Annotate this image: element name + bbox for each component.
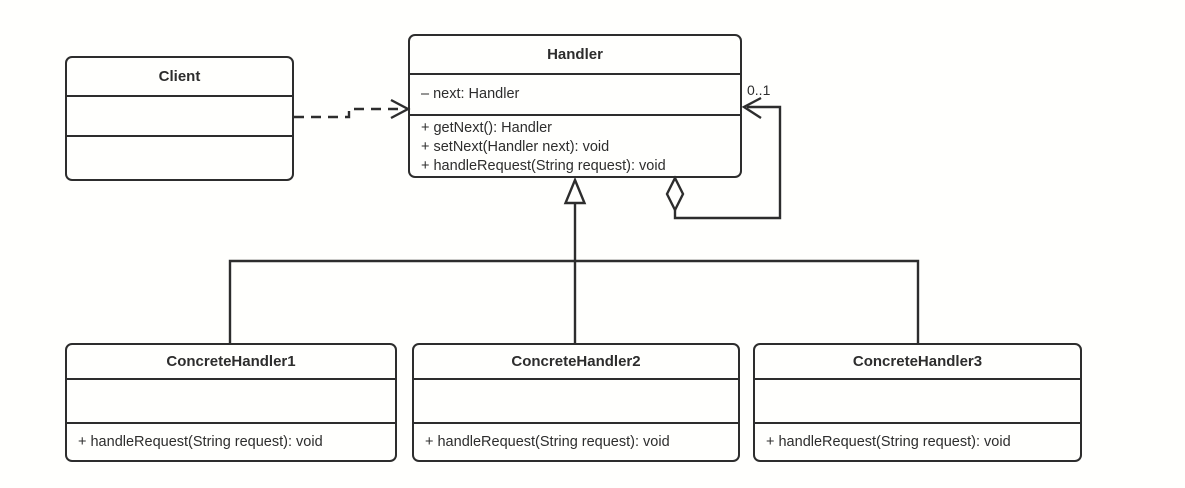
class-title: ConcreteHandler3 (755, 345, 1080, 380)
dependency-dashed-line (294, 107, 403, 119)
method-line: + setNext(Handler next): void (421, 139, 610, 155)
dependency-arrow-client-to-handler (294, 98, 411, 120)
attributes-compartment (755, 380, 1080, 424)
methods-compartment: + handleRequest(String request): void (755, 424, 1080, 460)
multiplicity-label: 0..1 (747, 82, 771, 98)
class-title: Client (67, 58, 292, 97)
class-concrete-handler-3: ConcreteHandler3 + handleRequest(String … (753, 343, 1082, 462)
method-line: + handleRequest(String request): void (421, 158, 666, 174)
attribute-line: – next: Handler (421, 86, 520, 102)
association-arrowhead (741, 96, 762, 120)
class-concrete-handler-1: ConcreteHandler1 + handleRequest(String … (65, 343, 397, 462)
methods-compartment: + handleRequest(String request): void (67, 424, 395, 460)
class-concrete-handler-2: ConcreteHandler2 + handleRequest(String … (412, 343, 740, 462)
method-line: + handleRequest(String request): void (766, 433, 1011, 450)
generalization-branches (228, 259, 920, 345)
class-client: Client (65, 56, 294, 181)
class-title: ConcreteHandler2 (414, 345, 738, 380)
methods-compartment: + handleRequest(String request): void (414, 424, 738, 460)
class-title: Handler (410, 36, 740, 75)
attributes-compartment (414, 380, 738, 424)
generalization-hollow-triangle (563, 176, 587, 205)
aggregation-diamond (665, 175, 685, 213)
generalization-connector (228, 176, 920, 345)
class-handler: Handler – next: Handler + getNext(): Han… (408, 34, 742, 178)
attributes-compartment (67, 380, 395, 424)
dependency-arrowhead (390, 98, 411, 120)
attributes-compartment (67, 97, 292, 137)
class-title: ConcreteHandler1 (67, 345, 395, 380)
method-line: + handleRequest(String request): void (78, 433, 323, 450)
attributes-compartment: – next: Handler (410, 75, 740, 116)
method-line: + handleRequest(String request): void (425, 433, 670, 450)
methods-compartment (67, 137, 292, 179)
methods-compartment: + getNext(): Handler + setNext(Handler n… (410, 116, 740, 176)
method-line: + getNext(): Handler (421, 120, 552, 136)
